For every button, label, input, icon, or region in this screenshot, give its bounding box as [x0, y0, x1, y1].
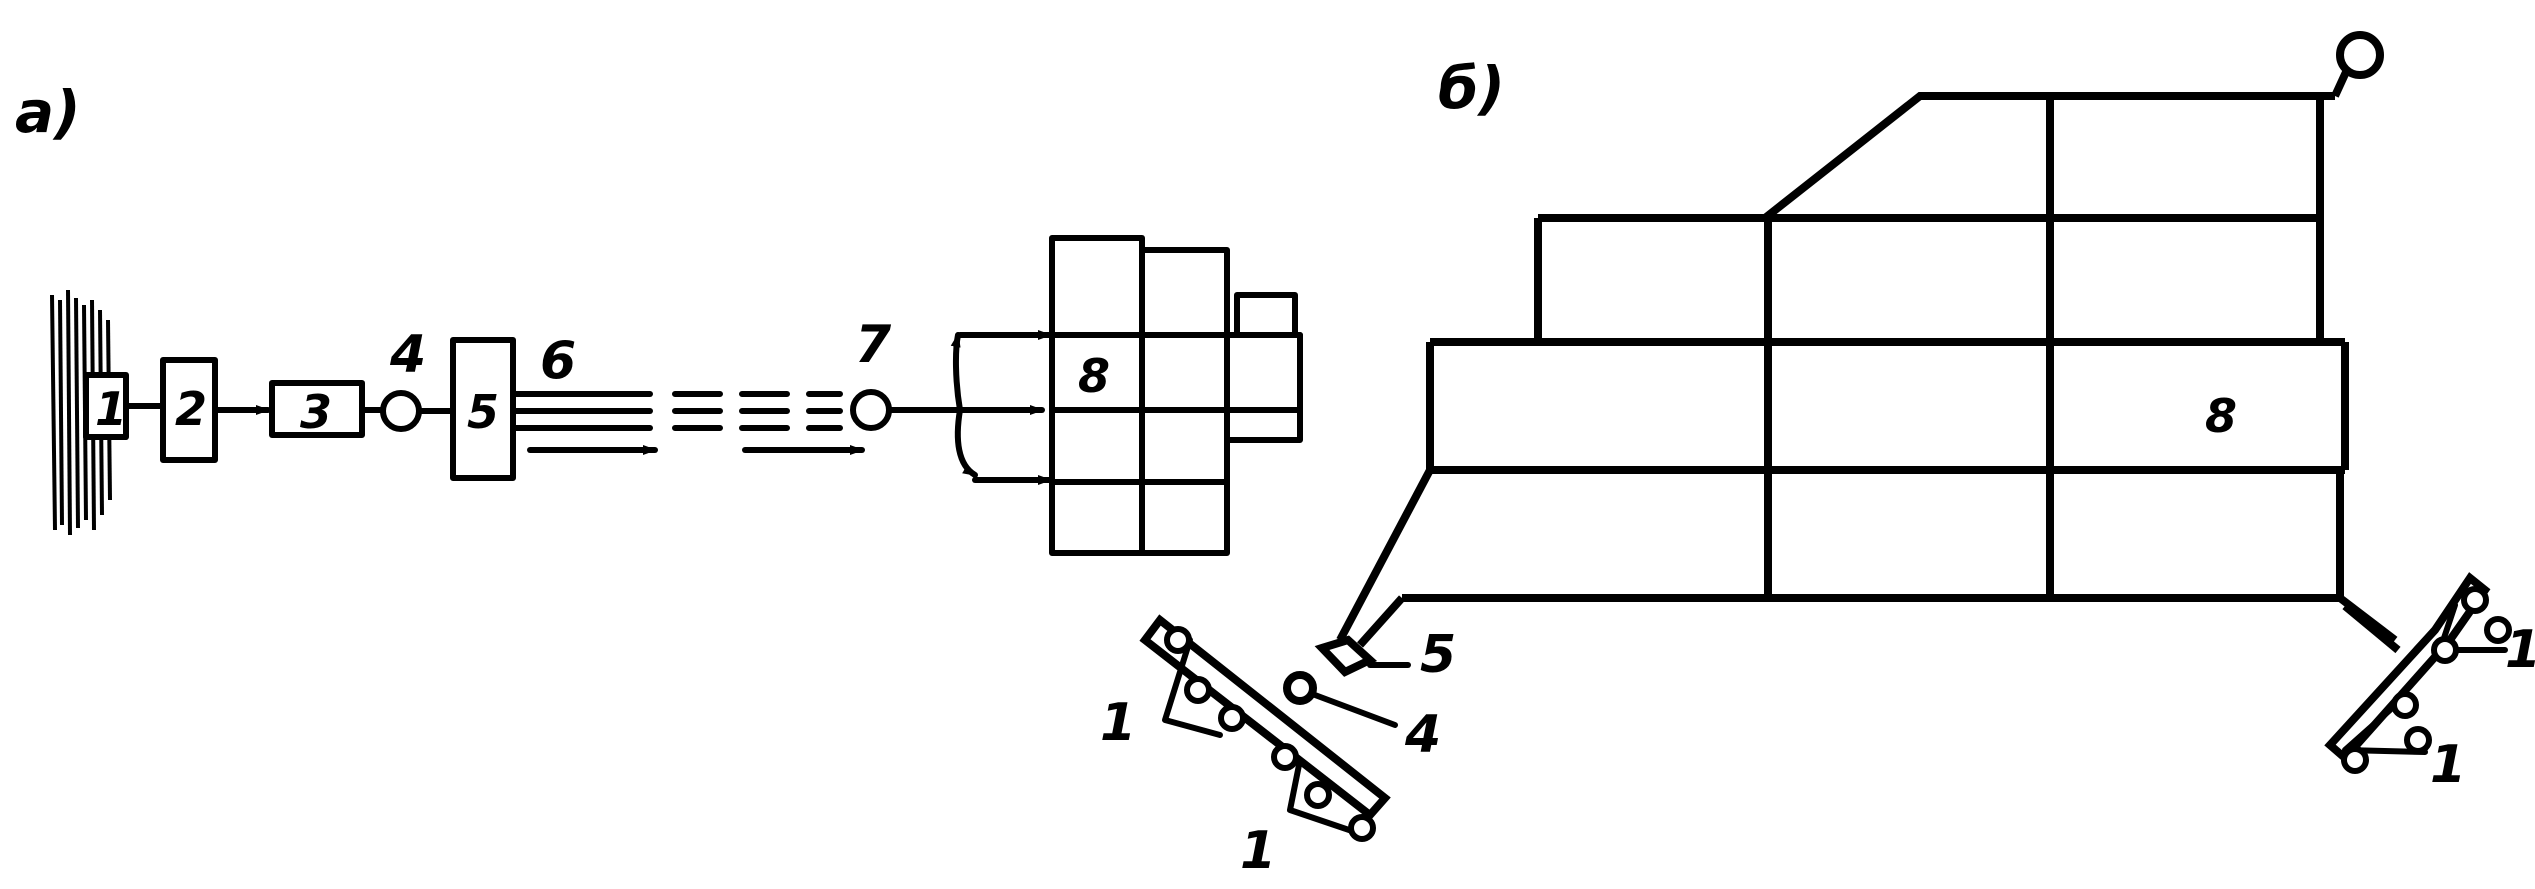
box-3: 3	[269, 380, 365, 439]
street-grid: 8	[1336, 92, 2401, 654]
source-box-1: 1	[83, 372, 129, 440]
label-1-right-top: 1	[2505, 620, 2535, 680]
pipeline-6: 6	[510, 331, 865, 455]
panel-b: б) 8	[1100, 31, 2535, 881]
consumer-building-8: 8	[1049, 235, 1303, 556]
box-5: 5	[450, 337, 516, 481]
label-5-b: 5	[1420, 625, 1456, 685]
label-1-left-top: 1	[1100, 693, 1136, 753]
distribution-node-7: 7	[850, 315, 892, 431]
panel-b-label: б)	[1438, 54, 1505, 122]
wells-group-left: 1 1	[1100, 614, 1391, 881]
top-node	[2300, 31, 2384, 100]
panel-a: а) 1 2 3	[15, 78, 1303, 556]
wells-group-right: 1 1	[2324, 572, 2535, 795]
intake-node: 5 4	[1283, 625, 1456, 765]
label-6: 6	[540, 331, 576, 391]
label-2: 2	[175, 382, 207, 436]
label-7: 7	[855, 315, 892, 375]
label-1-right-bottom: 1	[2430, 735, 2466, 795]
box-2: 2	[160, 357, 218, 463]
label-5: 5	[467, 385, 499, 439]
panel-a-label: а)	[15, 78, 81, 146]
label-1-left-bottom: 1	[1240, 821, 1276, 881]
label-1: 1	[95, 382, 127, 436]
label-8-b: 8	[2205, 389, 2237, 443]
label-3: 3	[300, 385, 332, 439]
label-8: 8	[1078, 349, 1110, 403]
label-4-b: 4	[1404, 705, 1441, 765]
label-4: 4	[389, 325, 426, 385]
